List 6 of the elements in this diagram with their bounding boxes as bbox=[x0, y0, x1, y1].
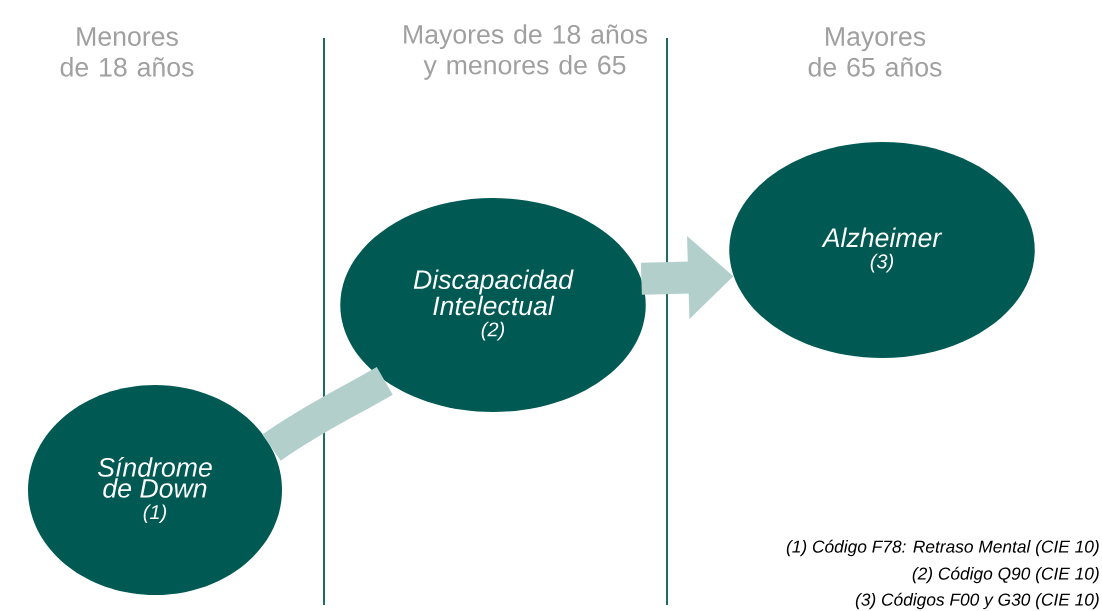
footnote: (1) Código F78: Retraso Mental (CIE 10) bbox=[786, 539, 1099, 557]
column-heading: Menores de 18 años bbox=[60, 27, 194, 77]
column-heading: Mayores de 18 años y menores de 65 bbox=[404, 24, 647, 80]
footnote: (2) Código Q90 (CIE 10) bbox=[912, 566, 1099, 584]
column-heading: Mayores de 65 años bbox=[808, 27, 942, 77]
footnote: (3) Códigos F00 y G30 (CIE 10) bbox=[855, 592, 1099, 610]
